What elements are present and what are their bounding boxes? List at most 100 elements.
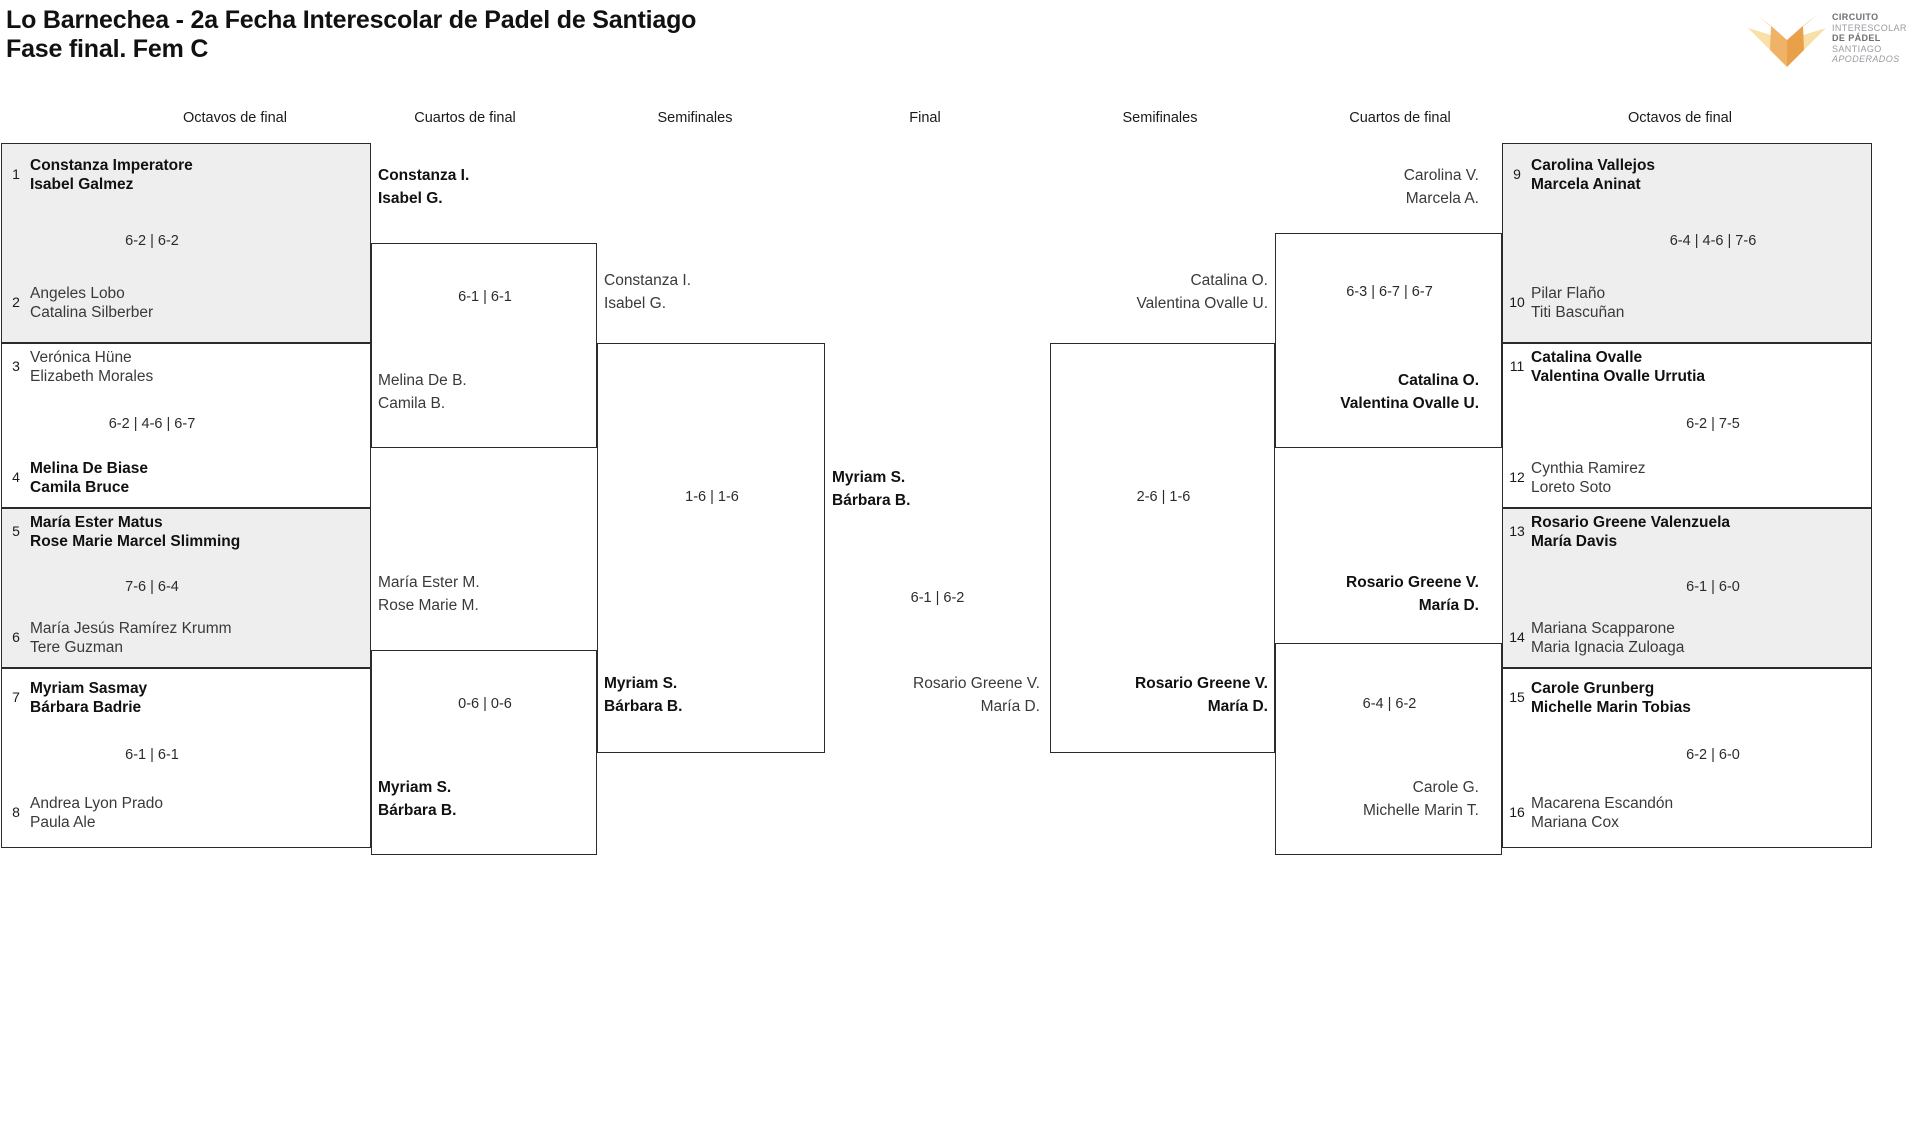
team-name: Rose Marie M.	[378, 597, 479, 614]
match-score: 7-6 | 6-4	[125, 579, 179, 595]
team-name: Carolina V.	[1403, 167, 1479, 184]
match-box-right-octavos-2[interactable]: 11 Catalina Ovalle Valentina Ovalle Urru…	[1502, 343, 1872, 508]
team-name: María Ester M.	[378, 574, 480, 591]
match-score: 6-1 | 6-1	[458, 289, 512, 305]
logo-line-4: SANTIAGO	[1832, 43, 1882, 54]
match-score: 2-6 | 1-6	[1136, 489, 1191, 505]
match-box-right-octavos-3[interactable]: 13 Rosario Greene Valenzuela María Davis…	[1502, 508, 1872, 668]
team-name: Valentina Ovalle Urrutia	[1531, 368, 1706, 385]
match-score: 1-6 | 1-6	[685, 489, 739, 505]
tournament-logo: CIRCUITO INTERESCOLAR DE PÁDEL SANTIAGO …	[1748, 8, 1918, 70]
team-name: Angeles Lobo	[30, 285, 125, 302]
team-name: Myriam Sasmay	[30, 680, 148, 697]
team-name: Bárbara Badrie	[30, 699, 142, 716]
match-score: 6-1 | 6-0	[1686, 579, 1740, 595]
match-box-right-octavos-4[interactable]: 15 Carole Grunberg Michelle Marin Tobias…	[1502, 668, 1872, 848]
team-name: Marcela A.	[1405, 190, 1479, 207]
seed-number: 14	[1509, 629, 1525, 645]
team-name: Carolina Vallejos	[1531, 157, 1656, 174]
match-box-right-cuartos-2[interactable]: 6-4 | 6-2	[1275, 643, 1502, 855]
team-name: Macarena Escandón	[1531, 795, 1674, 812]
team-name: María Davis	[1531, 533, 1618, 550]
page-title-line-2: Fase final. Fem C	[6, 35, 209, 63]
match-box-left-octavos-4[interactable]: 7 Myriam Sasmay Bárbara Badrie 6-1 | 6-1…	[1, 668, 371, 848]
seed-number: 9	[1513, 166, 1521, 182]
match-box-left-octavos-1[interactable]: 1 Constanza Imperatore Isabel Galmez 6-2…	[1, 143, 371, 343]
round-header-left-cuartos: Cuartos de final	[414, 110, 516, 126]
team-name: María Ester Matus	[30, 514, 163, 531]
team-name: Camila Bruce	[30, 479, 130, 496]
team-name: Melina De B.	[378, 372, 467, 389]
team-name: Verónica Hüne	[30, 349, 132, 366]
round-header-final: Final	[909, 110, 941, 126]
team-name: Pilar Flaño	[1531, 285, 1606, 302]
seed-number: 13	[1509, 523, 1525, 539]
team-name: Tere Guzman	[30, 639, 124, 656]
match-score: 6-2 | 7-5	[1686, 416, 1740, 432]
team-name: Michelle Marin T.	[1362, 802, 1479, 819]
team-name: Camila B.	[378, 395, 446, 412]
match-box-right-semifinal[interactable]: 2-6 | 1-6	[1050, 343, 1275, 753]
team-name: Rosario Greene V.	[913, 675, 1040, 692]
team-name: Loreto Soto	[1531, 479, 1612, 496]
team-name: Catalina Silberber	[30, 304, 154, 321]
seed-number: 1	[12, 166, 20, 182]
seed-number: 8	[12, 804, 20, 820]
round-header-left-semis: Semifinales	[657, 110, 733, 126]
match-box-left-octavos-3[interactable]: 5 María Ester Matus Rose Marie Marcel Sl…	[1, 508, 371, 668]
seed-number: 7	[12, 689, 20, 705]
team-name: Myriam S.	[832, 469, 906, 486]
team-name: Catalina O.	[1398, 372, 1479, 389]
seed-number: 4	[12, 469, 20, 485]
round-header-left-octavos: Octavos de final	[183, 110, 287, 126]
circuito-star-icon	[1748, 14, 1826, 67]
team-name: Titi Bascuñan	[1531, 304, 1625, 321]
match-box-left-cuartos-1[interactable]: 6-1 | 6-1	[371, 243, 597, 448]
team-name: Bárbara B.	[832, 492, 911, 509]
team-name: Constanza I.	[604, 272, 692, 289]
team-name: Rosario Greene Valenzuela	[1531, 514, 1731, 531]
logo-line-5: APODERADOS	[1832, 54, 1900, 64]
seed-number: 5	[12, 523, 20, 539]
team-name: Constanza Imperatore	[30, 157, 193, 174]
team-name: Rose Marie Marcel Slimming	[30, 533, 241, 550]
match-score: 6-3 | 6-7 | 6-7	[1346, 284, 1433, 300]
logo-text: CIRCUITO INTERESCOLAR DE PÁDEL SANTIAGO …	[1832, 12, 1920, 65]
team-name: Isabel Galmez	[30, 176, 134, 193]
seed-number: 15	[1509, 689, 1525, 705]
match-box-left-octavos-2[interactable]: 3 Verónica Hüne Elizabeth Morales 6-2 | …	[1, 343, 371, 508]
page-title: Lo Barnechea - 2a Fecha Interescolar de …	[6, 6, 696, 64]
seed-number: 6	[12, 629, 20, 645]
round-header-right-octavos: Octavos de final	[1628, 110, 1732, 126]
match-box-left-semifinal[interactable]: 1-6 | 1-6	[597, 343, 825, 753]
team-name: Marcela Aninat	[1531, 176, 1641, 193]
logo-line-3: DE PÁDEL	[1832, 33, 1881, 43]
team-name: Elizabeth Morales	[30, 368, 154, 385]
seed-number: 11	[1509, 358, 1525, 374]
logo-line-1: CIRCUITO	[1832, 12, 1879, 22]
match-score: 6-1 | 6-1	[125, 747, 179, 763]
match-score: 6-2 | 6-0	[1686, 747, 1740, 763]
team-name: Paula Ale	[30, 814, 96, 831]
match-box-right-cuartos-1[interactable]: 6-3 | 6-7 | 6-7	[1275, 233, 1502, 448]
team-name: Mariana Scapparone	[1531, 620, 1675, 637]
seed-number: 12	[1509, 469, 1525, 485]
match-score: 6-4 | 6-2	[1362, 696, 1417, 712]
team-name: Andrea Lyon Prado	[30, 795, 163, 812]
team-name: Isabel G.	[378, 190, 443, 207]
match-score: 6-4 | 4-6 | 7-6	[1669, 233, 1757, 249]
match-box-left-cuartos-2[interactable]: 0-6 | 0-6	[371, 650, 597, 855]
team-name: María D.	[1207, 698, 1268, 715]
team-name: Valentina Ovalle U.	[1340, 395, 1479, 412]
team-name: Catalina Ovalle	[1531, 349, 1643, 366]
seed-number: 16	[1509, 804, 1525, 820]
match-box-right-octavos-1[interactable]: 9 Carolina Vallejos Marcela Aninat 6-4 |…	[1502, 143, 1872, 343]
team-name: Myriam S.	[378, 779, 452, 796]
match-score-final: 6-1 | 6-2	[910, 590, 965, 606]
team-name: Mariana Cox	[1531, 814, 1619, 831]
team-name: María Jesús Ramírez Krumm	[30, 620, 232, 637]
team-name: María D.	[1418, 597, 1479, 614]
team-name: Michelle Marin Tobias	[1531, 699, 1691, 716]
team-name: Rosario Greene V.	[1346, 574, 1479, 591]
